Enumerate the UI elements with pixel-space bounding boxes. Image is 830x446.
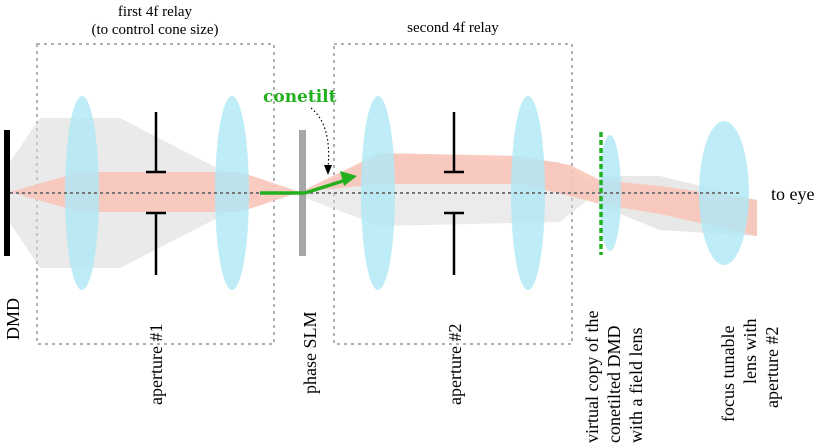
aperture-2 <box>444 112 464 275</box>
focus-lens-label-line3: aperture #2 <box>762 327 782 408</box>
virtual-copy-label-line3: with a field lens <box>626 328 646 443</box>
first-relay-label-line1: first 4f relay <box>118 4 193 20</box>
virtual-copy-label-line1: virtual copy of the <box>582 311 602 443</box>
second-relay-label: second 4f relay <box>407 20 499 36</box>
virtual-copy-label-line2: conetilted DMD <box>604 326 624 443</box>
aperture-2-label: aperture #2 <box>445 324 465 405</box>
phase-slm-label: phase SLM <box>300 312 320 395</box>
dmd-label: DMD <box>3 298 23 340</box>
to-eye-label: to eye <box>771 184 814 204</box>
conetilt-ray-tilted <box>304 178 347 195</box>
focus-lens-label-line2: lens with <box>740 319 760 385</box>
focus-lens-label-line1: focus tunable <box>718 326 738 422</box>
conetilt-pointer <box>310 107 330 169</box>
first-relay-label-line2: (to control cone size) <box>91 22 218 38</box>
dmd-bar <box>4 130 10 256</box>
conetilt-label: conetilt <box>263 87 337 107</box>
conetilt-arrowhead <box>340 171 357 186</box>
aperture-1 <box>146 112 166 275</box>
conetilt-pointer-head <box>324 165 332 175</box>
aperture-1-label: aperture #1 <box>146 324 166 405</box>
